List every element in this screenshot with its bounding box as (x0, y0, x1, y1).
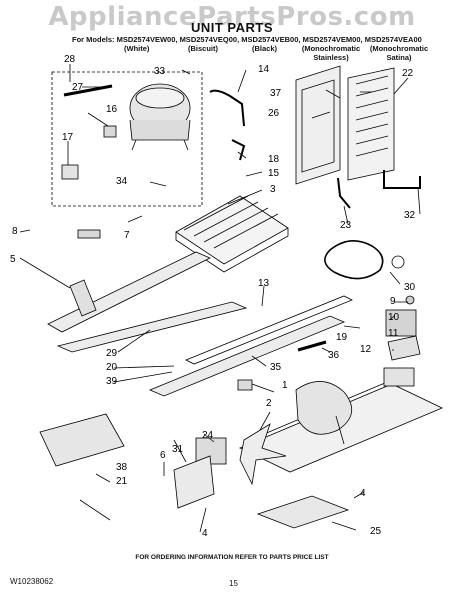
callout-30: 30 (404, 282, 416, 293)
model-number: MSD2574VEB00, (241, 35, 301, 44)
model-variant: (White) (124, 44, 150, 53)
callout-36: 36 (328, 350, 340, 361)
model-number: MSD2574VEQ00, (179, 35, 240, 44)
models-prefix: For Models: (72, 35, 115, 44)
bolt-part (297, 340, 327, 352)
callout-29: 29 (106, 348, 118, 359)
pipe-part (337, 177, 351, 209)
condenser-housing (347, 67, 395, 181)
callout-5: 5 (10, 254, 16, 265)
callout-38: 38 (116, 462, 128, 473)
callout-33: 33 (154, 66, 166, 77)
callout-25: 25 (370, 526, 382, 537)
overload-part (103, 125, 117, 138)
callout-32: 32 (404, 210, 416, 221)
callout-1: 1 (282, 380, 288, 391)
callout-21: 21 (116, 476, 128, 487)
callout-39: 39 (106, 376, 118, 387)
models-line: For Models: MSD2574VEW00, MSD2574VEQ00, … (72, 35, 422, 44)
ordering-note: FOR ORDERING INFORMATION REFER TO PARTS … (135, 554, 329, 561)
callout-20: 20 (106, 362, 118, 373)
grommet-part (237, 379, 253, 391)
callout-15: 15 (268, 168, 280, 179)
callout-14: 14 (258, 64, 270, 75)
callout-8: 8 (12, 226, 18, 237)
grommet-part (77, 229, 101, 239)
callout-12: 12 (360, 344, 372, 355)
callout-10: 10 (388, 312, 400, 323)
fan-shroud (295, 65, 341, 185)
capacitor-part (63, 84, 113, 97)
callout-27: 27 (72, 82, 84, 93)
callout-31: 31 (172, 444, 184, 455)
model-variant: (Monochromatic Stainless) (301, 44, 361, 62)
watermark: AppliancePartsPros.com (48, 2, 416, 32)
callout-2: 2 (266, 398, 272, 409)
callout-7: 7 (124, 230, 130, 241)
tube-part (209, 89, 245, 127)
diagram-title: UNIT PARTS (190, 20, 274, 35)
model-variant: (Biscuit) (188, 44, 218, 53)
fan-motor (195, 423, 287, 486)
callout-35: 35 (270, 362, 282, 373)
callout-34: 34 (116, 176, 128, 187)
drain-pan (256, 495, 350, 529)
tube-part (231, 139, 246, 161)
callout-6: 6 (160, 450, 166, 461)
callout-19: 19 (336, 332, 348, 343)
document-number: W10238062 (10, 577, 54, 586)
callout-16: 16 (106, 104, 118, 115)
callout-11: 11 (388, 328, 399, 339)
pipe-part (383, 170, 421, 189)
page-number: 15 (229, 579, 238, 588)
motor-bracket (173, 455, 215, 509)
callout-37: 37 (270, 88, 282, 99)
model-number: MSD2574VEM00, (302, 35, 363, 44)
callout-13: 13 (258, 278, 270, 289)
callout-24: 24 (202, 430, 214, 441)
model-number: MSD2574VEA00 (364, 35, 422, 44)
callout-18: 18 (268, 154, 280, 165)
wire-harness (324, 240, 384, 280)
leader-lines (19, 64, 421, 533)
module-part (387, 335, 421, 361)
compressor (129, 83, 191, 151)
model-variant: (Black) (252, 44, 278, 53)
callout-23: 23 (340, 220, 352, 231)
model-number: MSD2574VEW00, (116, 35, 178, 44)
condenser (175, 195, 289, 273)
callout-17: 17 (62, 132, 74, 143)
callout-4: 4 (360, 488, 366, 499)
callout-9: 9 (390, 296, 396, 307)
model-variants: (White) (Biscuit) (Black) (Monochromatic… (0, 44, 464, 64)
callout-3: 3 (270, 184, 276, 195)
cover-plate (39, 413, 125, 467)
base-frame (47, 251, 353, 397)
compressor-group-box (51, 71, 203, 207)
relay-part (61, 164, 79, 180)
callout-22: 22 (402, 68, 414, 79)
board-part (385, 309, 417, 337)
callout-28: 28 (64, 54, 76, 65)
box-part (383, 367, 415, 387)
callout-26: 26 (268, 108, 280, 119)
model-variant: (Monochromatic Satina) (369, 44, 429, 62)
callout-4: 4 (202, 528, 208, 539)
screw-part (405, 295, 415, 305)
